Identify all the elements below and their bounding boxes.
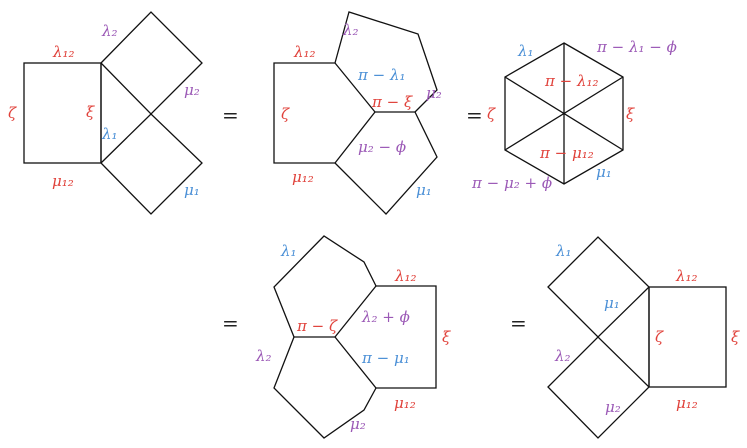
label-lambda2-plus-phi: λ₂ + ϕ: [361, 308, 410, 326]
label-mu2: μ₂: [184, 81, 200, 99]
label-zeta: ζ: [281, 105, 290, 123]
label-lambda12: λ₁₂: [52, 43, 75, 61]
label-xi: ξ: [442, 328, 451, 346]
label-mu1: μ₁: [604, 294, 620, 312]
label-pi-minus-lambda1: π − λ₁: [357, 66, 405, 84]
label-zeta: ζ: [8, 104, 17, 122]
label-lambda1: λ₁: [101, 125, 118, 143]
label-pi-minus-xi: π − ξ: [371, 93, 413, 111]
label-lambda2: λ₂: [255, 347, 272, 365]
label-lambda1: λ₁: [280, 242, 297, 260]
label-zeta: ζ: [487, 105, 496, 123]
label-lambda12: λ₁₂: [293, 43, 316, 61]
label-mu12: μ₁₂: [394, 394, 416, 412]
label-xi: ξ: [86, 103, 95, 121]
label-mu12: μ₁₂: [292, 168, 314, 186]
label-mu12: μ₁₂: [52, 172, 74, 190]
label-mu2: μ₂: [605, 398, 621, 416]
label-pi-minus-lambda12: π − λ₁₂: [544, 72, 599, 90]
label-mu2-minus-phi: μ₂ − ϕ: [358, 138, 406, 156]
label-mu2: μ₂: [426, 84, 442, 102]
yellow-diamond: [100, 113, 203, 215]
label-mu1: μ₁: [184, 181, 200, 199]
label-zeta: ζ: [655, 328, 664, 346]
label-lambda2: λ₂: [101, 22, 118, 40]
equals-sign-1: =: [222, 103, 239, 127]
green-diamond: [100, 11, 203, 115]
equals-sign-3: =: [222, 311, 239, 335]
label-lambda1: λ₁: [555, 242, 572, 260]
figure-4: λ₁ λ₁₂ λ₂ + ϕ π − ζ ξ λ₂ π − μ₁ μ₁₂ μ₂: [255, 235, 451, 439]
label-pi-minus-mu12: π − μ₁₂: [539, 144, 594, 162]
label-lambda1: λ₁: [517, 42, 534, 60]
label-xi: ξ: [731, 328, 740, 346]
figure-2: λ₁₂ λ₂ π − λ₁ π − ξ μ₂ ζ μ₂ − ϕ μ₁₂ μ₁: [273, 11, 442, 215]
figure-3: λ₁ π − λ₁ − ϕ π − λ₁₂ ζ ξ π − μ₁₂ μ₁ π −…: [471, 38, 677, 192]
label-pi-minus-lambda1-minus-phi: π − λ₁ − ϕ: [596, 38, 677, 56]
label-lambda12: λ₁₂: [675, 267, 698, 285]
label-pi-minus-mu1: π − μ₁: [361, 349, 410, 367]
label-xi: ξ: [626, 105, 635, 123]
label-mu12: μ₁₂: [676, 394, 698, 412]
label-pi-minus-mu2-plus-phi: π − μ₂ + ϕ: [471, 174, 552, 192]
label-lambda2: λ₂: [342, 21, 359, 39]
figure-5: λ₁ λ₁₂ μ₁ ζ ξ λ₂ μ₂ μ₁₂: [547, 236, 740, 439]
label-lambda12: λ₁₂: [394, 267, 417, 285]
label-lambda2: λ₂: [554, 347, 571, 365]
equals-sign-4: =: [510, 311, 527, 335]
label-mu2: μ₂: [350, 415, 366, 433]
equals-sign-2: =: [466, 103, 483, 127]
figure-1: λ₁₂ λ₂ ζ ξ λ₁ μ₂ μ₁₂ μ₁: [8, 11, 203, 215]
label-mu1: μ₁: [416, 181, 432, 199]
label-pi-minus-zeta: π − ζ: [296, 317, 338, 335]
label-mu1: μ₁: [596, 163, 612, 181]
